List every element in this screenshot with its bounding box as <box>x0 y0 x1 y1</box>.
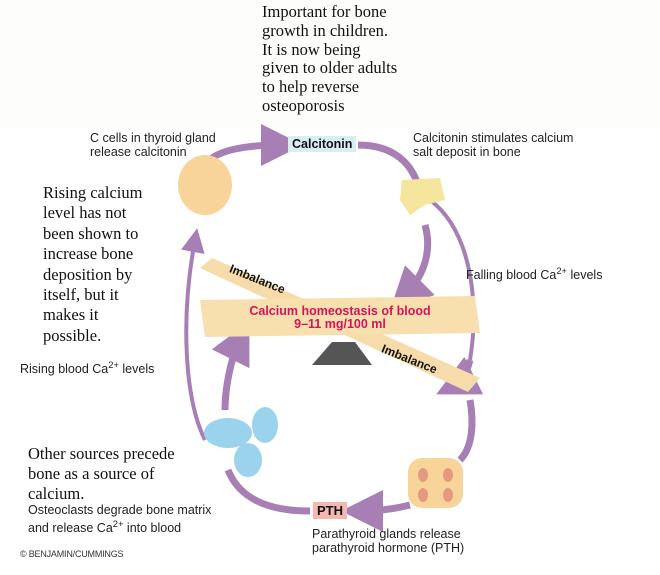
pth-box: PTH <box>313 502 347 519</box>
note-rising-calcium: Rising calcium level has not been shown … <box>43 183 143 345</box>
arrow-pth-to-osteoclasts <box>224 468 311 515</box>
arc-falling-levels <box>428 198 476 361</box>
parathyroid-gland <box>408 458 463 508</box>
arrow-osteoclasts-to-seesaw <box>211 321 250 411</box>
bone <box>400 178 445 215</box>
top-background <box>0 0 660 128</box>
label-falling-levels: Falling blood Ca2+ levels <box>466 266 603 283</box>
note-other-sources: Other sources precede bone as a source o… <box>28 444 175 503</box>
fulcrum <box>312 342 372 365</box>
note-calcitonin-importance: Important for bone growth in children. I… <box>262 2 398 115</box>
label-calcitonin-stimulates: Calcitonin stimulates calcium salt depos… <box>413 131 574 159</box>
arrow-calcitonin-to-bone <box>357 141 422 187</box>
arrow-parathyroid-down <box>457 399 476 463</box>
label-c-cells: C cells in thyroid gland release calcito… <box>90 131 216 159</box>
seesaw-plank-level <box>200 296 480 337</box>
osteoclast <box>252 407 278 443</box>
homeostasis-label: Calcium homeostasis of blood 9–11 mg/100… <box>249 304 431 331</box>
arrow-to-pth <box>341 489 411 532</box>
arc-rising-levels <box>180 228 207 441</box>
thyroid-gland <box>178 155 232 215</box>
label-rising-levels: Rising blood Ca2+ levels <box>20 360 155 377</box>
copyright: © BENJAMIN/CUMMINGS <box>20 549 124 559</box>
osteoclast <box>204 418 252 448</box>
arrow-bone-to-seesaw <box>390 224 435 310</box>
label-parathyroid: Parathyroid glands release parathyroid h… <box>312 527 465 555</box>
osteoclast <box>234 443 262 477</box>
calcitonin-box: Calcitonin <box>288 136 357 152</box>
label-osteoclasts: Osteoclasts degrade bone matrix and rele… <box>28 503 212 536</box>
